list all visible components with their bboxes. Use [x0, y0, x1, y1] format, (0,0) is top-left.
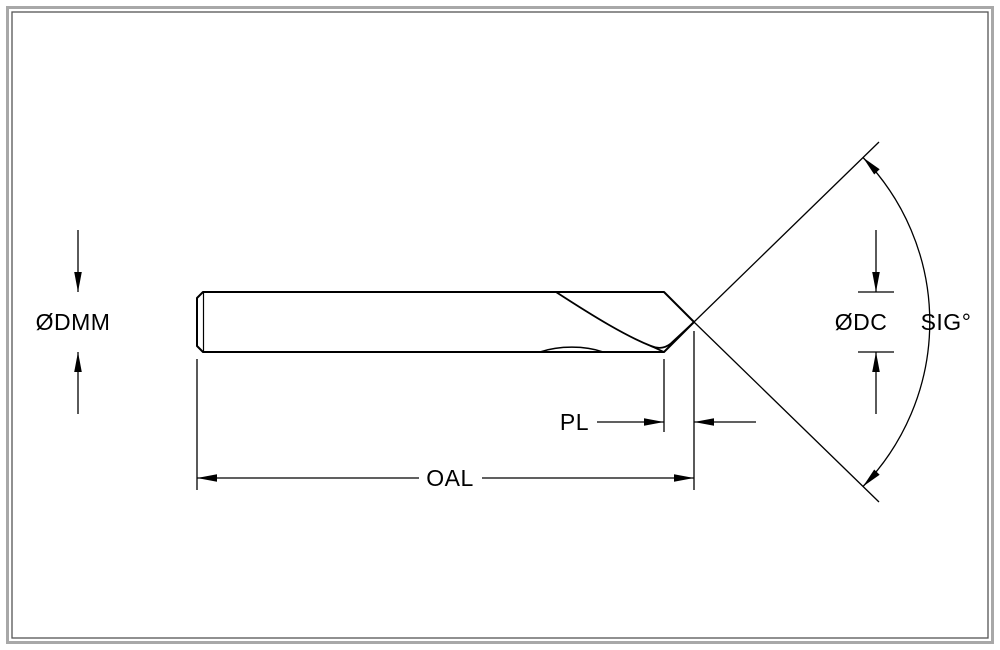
flute-edge [555, 291, 695, 349]
flute-lip-edge [650, 345, 665, 353]
point-angle-lower-line [693, 321, 880, 503]
point-angle-upper-line [693, 141, 880, 323]
shank-diameter-label: ØDMM [36, 309, 111, 335]
tool-body-outline [196, 291, 695, 353]
point-length-label: PL [560, 409, 589, 435]
frame-outer-border [6, 6, 994, 644]
point-angle-arc [862, 157, 931, 487]
overall-length-label: OAL [426, 465, 474, 491]
frame-inner-border [11, 11, 989, 639]
flute-runout-edge [539, 346, 604, 353]
tool-drawing [196, 291, 695, 353]
dimension-lines [74, 141, 931, 503]
point-angle-label: SIG° [921, 309, 972, 335]
cutting-diameter-label: ØDC [835, 309, 888, 335]
